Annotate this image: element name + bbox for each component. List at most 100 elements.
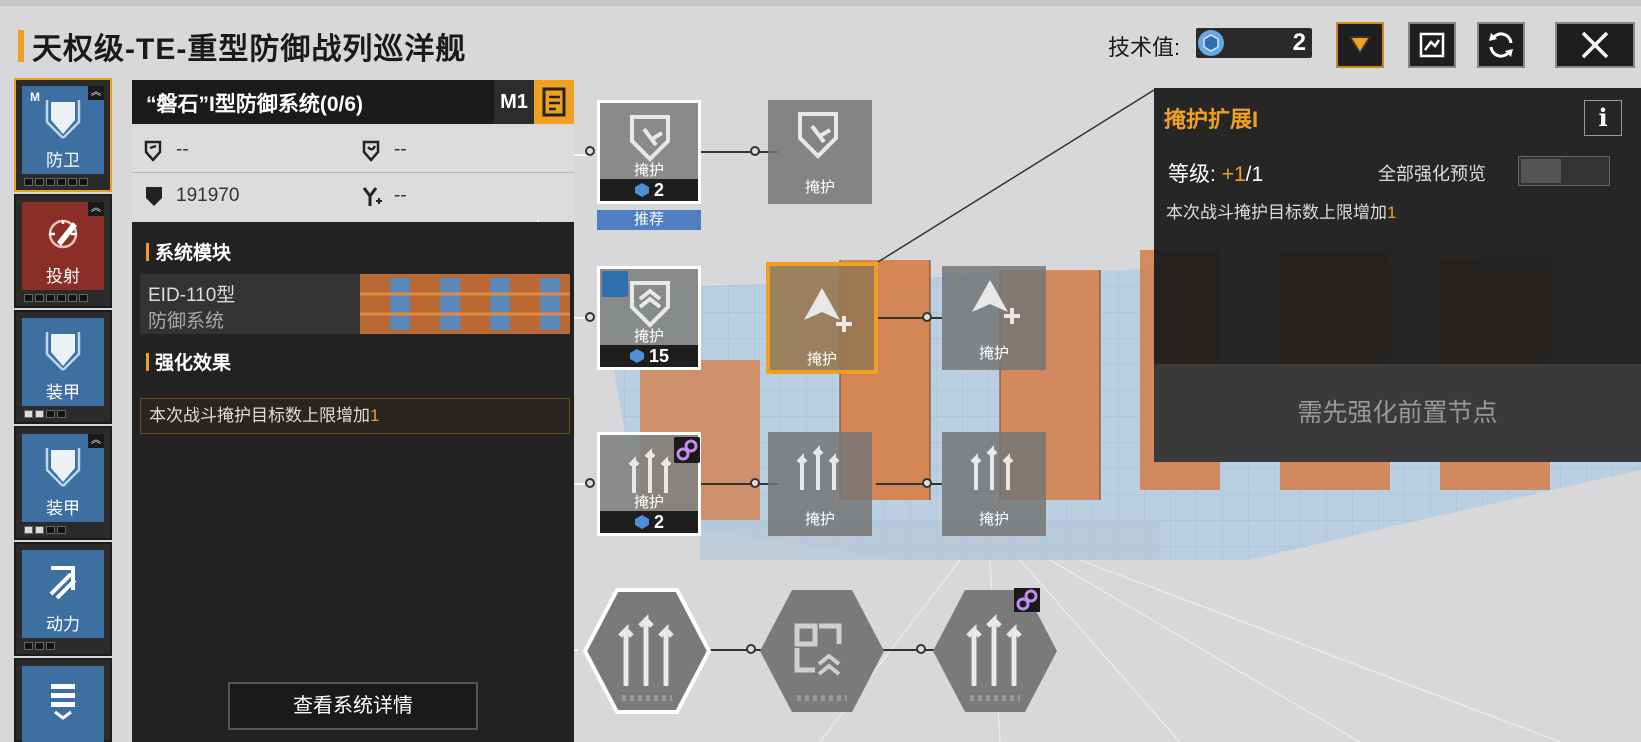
node-port [750,478,760,488]
module-type: 防御系统 [148,311,225,332]
shield-arrow-icon [798,112,838,159]
tech-cube-icon [634,515,649,529]
refresh-button[interactable] [1477,22,1525,68]
node-connector [876,317,942,319]
tech-cube-icon [1198,30,1224,56]
node-port [922,312,932,322]
stat-value: -- [394,139,407,160]
node-port [750,146,760,156]
module-card[interactable]: EID-110型 防御系统 [140,274,570,334]
popup-desc-value: 1 [1387,203,1397,222]
effect-description: 本次战斗掩护目标数上限增加1 [140,398,570,434]
view-system-details-button[interactable]: 查看系统详情 [228,682,478,730]
shield-icon [45,100,81,139]
progress-pip [35,526,44,534]
nav-item-tile: 装甲 [22,318,104,406]
nav-item-label: 装甲 [46,499,80,518]
system-mark: M1 [494,80,534,124]
progress-pip [35,294,44,302]
node-connector [710,649,770,651]
nav-item-armor-1[interactable]: 装甲 [14,310,112,424]
shield-curve-icon [362,140,380,162]
progress-pips [24,410,66,418]
stat-shield-a: -- [142,138,189,162]
hex-skill-node[interactable] [582,586,712,716]
shield-icon [45,332,81,371]
progress-pip [35,642,44,650]
skill-node-cost: 2 [600,511,698,533]
system-notes-button[interactable] [534,80,574,124]
shield-arrow-icon [630,115,670,162]
nav-item-tile [22,666,104,742]
nav-item-label: 防卫 [46,151,80,170]
preview-all-toggle[interactable] [1518,156,1610,186]
nav-item-more[interactable] [14,658,112,742]
nav-item-tile: 投射 [22,202,104,290]
shield-arrow-icon [144,140,162,162]
stat-value: -- [394,185,407,206]
skill-node[interactable]: 掩护 [942,432,1046,536]
skill-node[interactable]: 掩护 [942,266,1046,370]
skill-node[interactable]: 掩护 15 [597,266,701,370]
page-title: 天权级-TE-重型防御战列巡洋舰 [32,33,467,66]
skill-node[interactable]: 掩护 2 [597,432,701,536]
effect-text: 本次战斗掩护目标数上限增加 [149,406,370,425]
progress-pip [46,178,55,186]
nav-item-tile: 装甲 [22,434,104,522]
nav-item-armor-2[interactable]: 装甲 ︽ [14,426,112,540]
progress-pip [46,642,55,650]
stat-value: -- [176,139,189,160]
thruster-icon [49,566,77,600]
nav-item-label: 投射 [46,267,80,286]
list-icon [51,684,75,720]
module-image [360,274,570,334]
progress-pip [46,294,55,302]
preview-all-label: 全部强化预览 [1378,164,1486,184]
level-line: 等级: +1/1 [1168,158,1263,188]
skill-node-label: 掩护 [804,179,835,196]
level-max: /1 [1245,163,1264,186]
progress-pip [79,178,88,186]
refresh-icon [1489,32,1513,58]
link-badge-icon [674,437,700,463]
toggle-knob [1521,159,1561,183]
progress-pip [68,294,77,302]
skill-node-label: 掩护 [633,494,664,511]
stat-value: 191970 [176,185,240,206]
dropdown-button[interactable] [1336,22,1384,68]
progress-pip [24,178,33,186]
progress-pip [24,294,33,302]
title-bar: 天权级-TE-重型防御战列巡洋舰 [18,26,466,66]
popup-title: 掩护扩展I [1164,107,1259,132]
effect-value: 1 [370,406,380,425]
mark-tag: M [30,90,40,104]
blueprint-button[interactable] [1408,22,1456,68]
nav-item-label: 动力 [46,615,80,634]
skill-node[interactable]: 掩护 2 [597,100,701,204]
stat-shield-b: -- [360,138,407,162]
progress-pip [57,294,66,302]
hex-skill-node[interactable] [930,586,1060,716]
skill-node-label: 掩护 [633,328,664,345]
close-icon [1581,31,1609,59]
skill-node-selected[interactable]: 掩护 [766,262,878,374]
triple-arrow-up-icon [628,448,672,493]
triple-arrow-up-icon [796,445,840,490]
hex-skill-node[interactable] [757,586,887,716]
tech-cube-icon [634,183,649,197]
close-button[interactable] [1555,22,1635,68]
nav-item-defense[interactable]: M 防卫 ︽ [14,78,112,192]
skill-node[interactable]: 掩护 [768,100,872,204]
node-port [922,478,932,488]
nav-item-projection[interactable]: 投射 ︽ [14,194,112,308]
progress-pips [24,294,88,302]
nav-item-tile: 动力 [22,550,104,638]
recommended-tag: 推荐 [597,210,701,230]
skill-node[interactable]: 掩护 [768,432,872,536]
requirement-button[interactable]: 需先强化前置节点 [1154,364,1641,462]
cost-value: 2 [653,511,664,532]
stats-divider [132,172,574,173]
info-button[interactable]: i [1584,100,1622,136]
node-port [916,644,926,654]
nav-item-power[interactable]: 动力 [14,542,112,656]
